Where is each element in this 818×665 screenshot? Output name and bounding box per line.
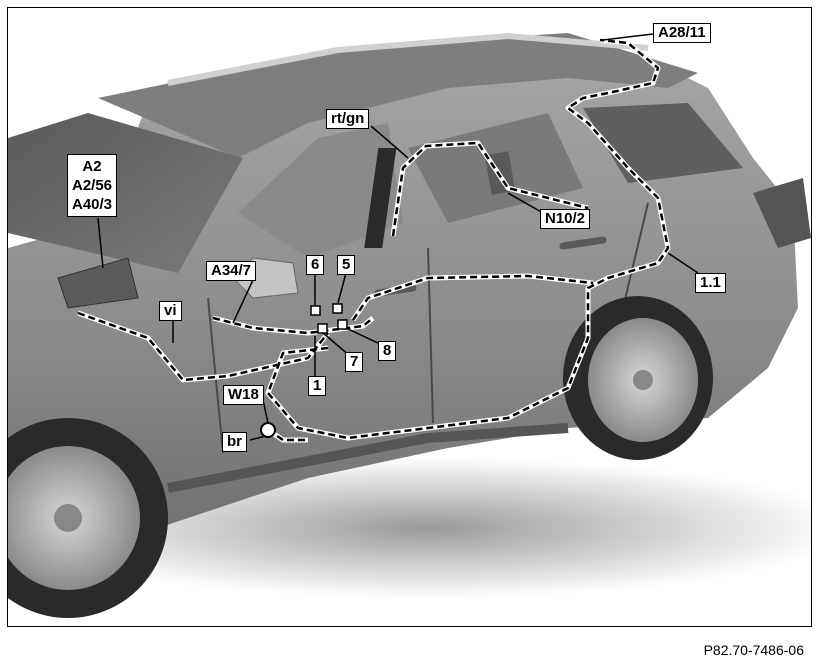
label-vi: vi: [159, 301, 182, 321]
connector-6: [310, 305, 321, 316]
label-a2-56: A2/56: [72, 177, 113, 194]
ground-point-w18: [260, 422, 276, 438]
figure-code: P82.70-7486-06: [703, 642, 804, 658]
diagram-frame: A28/11 rt/gn A2 A2/56 A40/3 N10/2 A34/7 …: [7, 7, 812, 627]
tail-light: [753, 178, 811, 248]
roof: [98, 33, 698, 158]
front-window: [238, 123, 403, 258]
label-a34-7: A34/7: [206, 261, 257, 281]
label-br: br: [222, 432, 247, 452]
b-pillar: [364, 148, 397, 248]
leader-lines: [97, 33, 699, 441]
label-n10-2: N10/2: [540, 209, 591, 229]
rear-door-handle: [559, 236, 607, 250]
label-7: 7: [345, 352, 364, 372]
label-a2: A2: [82, 158, 102, 175]
car-illustration: [8, 32, 811, 618]
connector-5: [332, 303, 343, 314]
label-5: 5: [337, 255, 356, 275]
label-a2-group: A2 A2/56 A40/3: [67, 154, 118, 217]
label-8: 8: [378, 341, 397, 361]
windshield: [8, 113, 243, 273]
rear-door-line: [622, 202, 649, 309]
side-sill: [167, 423, 569, 493]
a2-control-unit: [57, 257, 139, 309]
connector-7: [317, 323, 328, 334]
label-1: 1: [308, 376, 327, 396]
label-1-1: 1.1: [695, 273, 726, 293]
roof-rail: [167, 32, 649, 86]
label-6: 6: [306, 255, 325, 275]
label-a40-3: A40/3: [72, 196, 113, 213]
connector-8: [337, 319, 348, 330]
front-wheel: [8, 418, 168, 618]
label-a28-11: A28/11: [653, 23, 711, 43]
rear-wheel: [563, 296, 713, 460]
label-w18: W18: [223, 385, 264, 405]
label-rt-gn: rt/gn: [326, 109, 370, 129]
